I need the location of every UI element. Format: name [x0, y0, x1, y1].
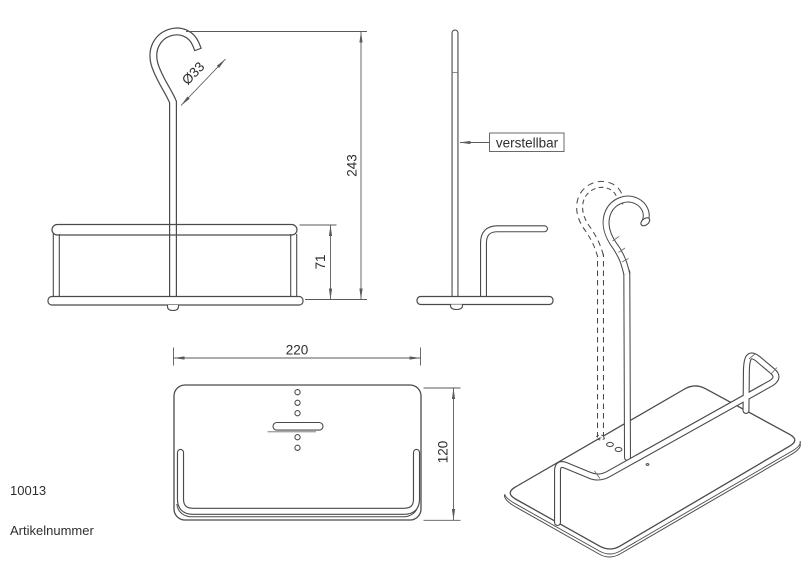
- top-base-plate-outline: [173, 384, 422, 521]
- front-side-posts: [52, 234, 298, 297]
- iso-hook-outline: [602, 195, 650, 275]
- iso-plate-bottom-edge: [503, 441, 801, 558]
- front-top-rail: [51, 223, 298, 236]
- iso-hook-core: [603, 196, 649, 275]
- callout-arrow-icon: [459, 140, 471, 145]
- side-base-nub: [449, 304, 464, 311]
- iso-plate-mid-edge: [504, 442, 801, 555]
- top-view: 220 120: [173, 343, 461, 521]
- iso-tube-joint-ticks: [594, 236, 778, 479]
- front-base-nub: [166, 305, 180, 312]
- dimension-text-depth: 120: [436, 441, 451, 464]
- dimension-text-rail-height: 71: [313, 254, 328, 269]
- top-dimensions: 220 120: [173, 343, 461, 521]
- article-number-label: Artikelnummer: [10, 523, 94, 538]
- top-mounting-holes: [294, 389, 301, 451]
- top-slot: [272, 421, 324, 431]
- dimension-text-total-height: 243: [345, 154, 360, 177]
- top-rail-outline: [176, 448, 421, 515]
- side-base-plate: [416, 295, 554, 306]
- front-base-plate: [47, 295, 304, 306]
- article-number: 10013: [10, 483, 47, 498]
- front-view: 243 71 Ø33: [47, 27, 367, 312]
- front-hook-end-cut: [193, 47, 202, 52]
- dimension-text-hook-diameter: Ø33: [179, 59, 208, 88]
- iso-hook-end-cap: [640, 217, 651, 227]
- side-rail-outline: [480, 225, 548, 303]
- adjustable-callout: verstellbar: [459, 132, 565, 152]
- dimension-text-width: 220: [286, 343, 309, 358]
- iso-dashed-rod-hook: [576, 180, 624, 441]
- front-dimensions: 243 71 Ø33: [179, 31, 367, 300]
- callout-box: [489, 132, 565, 152]
- side-view: verstellbar: [416, 29, 565, 311]
- front-rod-hook-core: [150, 28, 201, 299]
- article-number-block: 10013 Artikelnummer: [10, 481, 94, 541]
- iso-rail-core: [555, 353, 779, 525]
- iso-rod-core: [624, 269, 630, 460]
- isometric-view: [503, 180, 801, 558]
- iso-base-plate-top-face: [509, 385, 796, 550]
- iso-dashed-rod-base: [595, 434, 606, 441]
- top-rail-core: [178, 450, 419, 514]
- side-rail-core: [481, 226, 547, 302]
- callout-text-adjustable: verstellbar: [496, 135, 559, 150]
